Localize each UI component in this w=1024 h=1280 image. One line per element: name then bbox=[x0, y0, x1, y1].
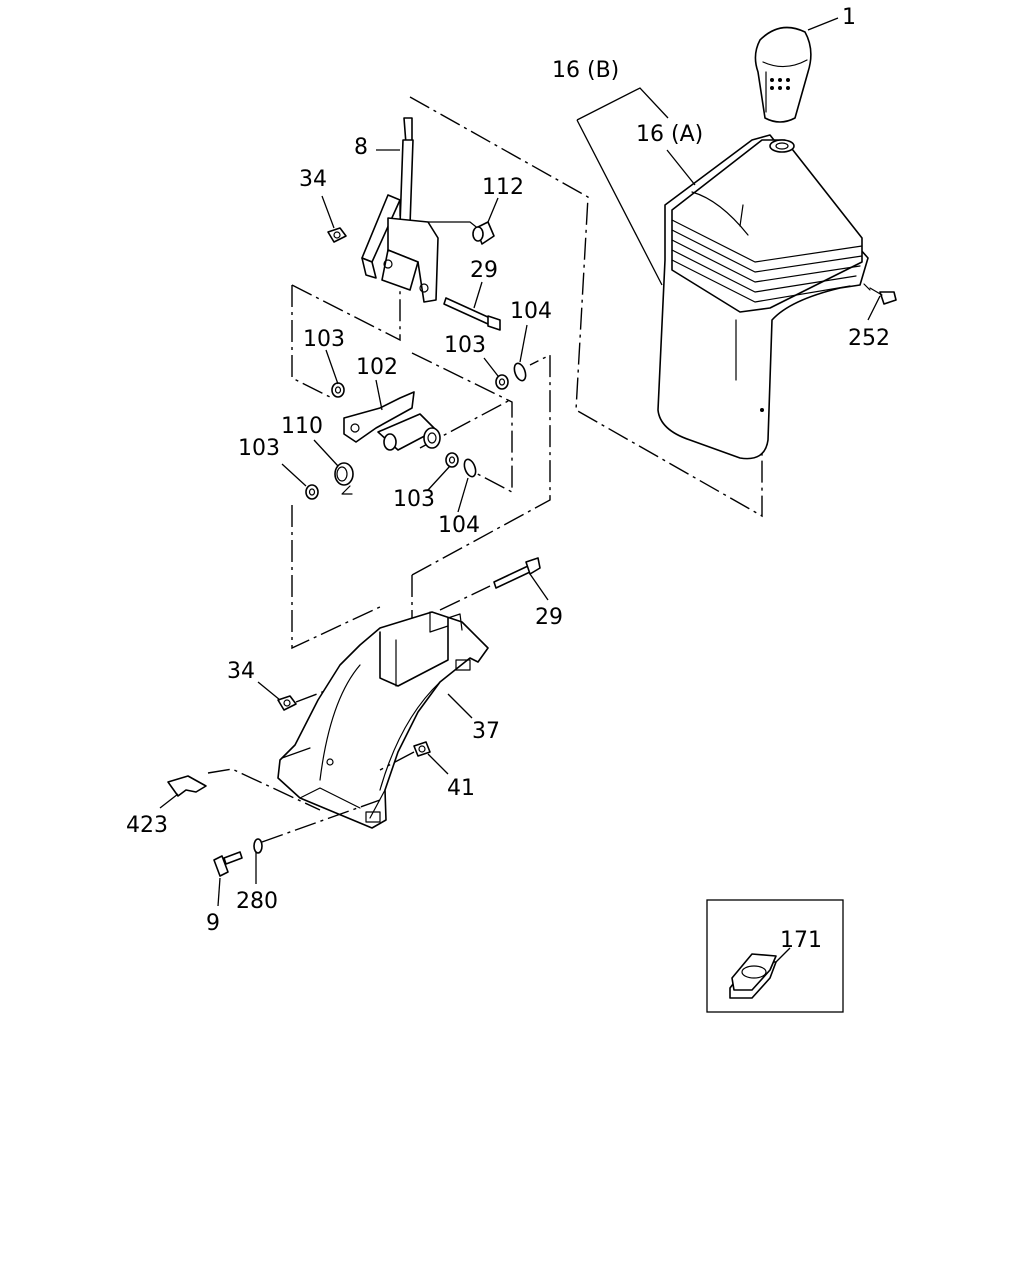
callout-110: 110 bbox=[281, 414, 323, 439]
callout-252: 252 bbox=[848, 326, 890, 351]
callout-104-bottom: 104 bbox=[438, 513, 480, 538]
callout-34-top: 34 bbox=[299, 167, 327, 192]
clip-423 bbox=[167, 775, 207, 797]
grommet-171 bbox=[729, 953, 777, 999]
callout-8: 8 bbox=[354, 135, 368, 160]
callout-102: 102 bbox=[356, 355, 398, 380]
callout-103-left: 103 bbox=[303, 327, 345, 352]
bushing-103-d bbox=[445, 452, 459, 468]
shift-pattern-icon bbox=[770, 78, 790, 90]
callout-16a: 16 (A) bbox=[636, 122, 703, 147]
bolt-29-top bbox=[443, 297, 501, 331]
screw-252 bbox=[863, 283, 897, 305]
bracket-102 bbox=[343, 391, 441, 451]
callout-34-bottom: 34 bbox=[227, 659, 255, 684]
callout-103-bottom: 103 bbox=[393, 487, 435, 512]
callout-171: 171 bbox=[780, 928, 822, 953]
bushing-103-c bbox=[305, 484, 319, 500]
bolt-29-bottom bbox=[493, 557, 541, 589]
callout-103-right: 103 bbox=[444, 333, 486, 358]
bracket-37 bbox=[277, 611, 489, 829]
shift-lever bbox=[361, 117, 481, 303]
bolt-9 bbox=[213, 851, 243, 877]
clip-104-bottom bbox=[463, 458, 477, 478]
callout-37: 37 bbox=[472, 719, 500, 744]
shift-boot bbox=[657, 134, 869, 460]
callout-16b: 16 (B) bbox=[552, 58, 619, 83]
callout-423: 423 bbox=[126, 813, 168, 838]
clip-104-top bbox=[513, 362, 527, 382]
callout-29-top: 29 bbox=[470, 258, 498, 283]
callout-280: 280 bbox=[236, 889, 278, 914]
nut-41 bbox=[379, 741, 431, 771]
callout-103-far: 103 bbox=[238, 436, 280, 461]
shift-knob bbox=[754, 26, 812, 123]
callout-labels: 1 16 (B) 16 (A) 8 34 112 29 104 103 102 … bbox=[126, 5, 890, 953]
inset-box-171 bbox=[706, 899, 844, 1013]
callout-29-bottom: 29 bbox=[535, 605, 563, 630]
callout-9: 9 bbox=[206, 911, 220, 936]
washer-280 bbox=[253, 799, 381, 854]
spring-110 bbox=[334, 462, 354, 495]
bushing-103-b bbox=[495, 374, 509, 390]
bushing-112 bbox=[472, 221, 495, 245]
callout-1: 1 bbox=[842, 5, 856, 30]
callout-104-top: 104 bbox=[510, 299, 552, 324]
nut-34-top bbox=[327, 227, 347, 243]
callout-112: 112 bbox=[482, 175, 524, 200]
bushing-103-a bbox=[331, 382, 345, 398]
callout-41: 41 bbox=[447, 776, 475, 801]
leader-lines bbox=[159, 17, 881, 963]
